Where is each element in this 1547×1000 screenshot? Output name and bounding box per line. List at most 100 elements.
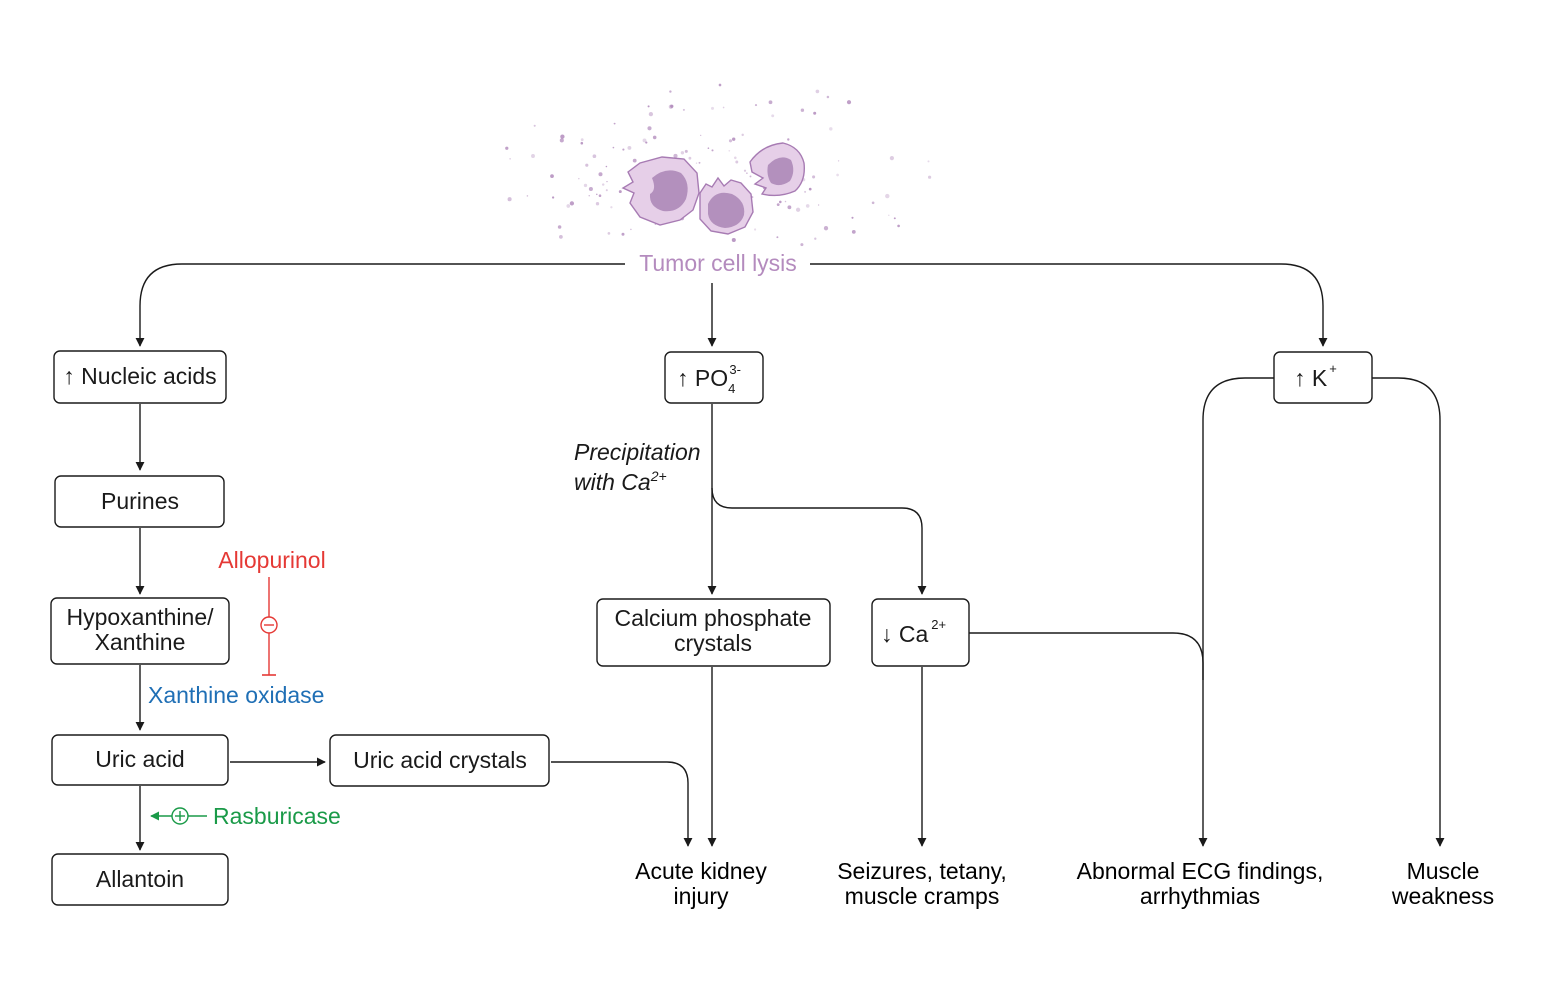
- debris-particle: [605, 165, 608, 168]
- muscle-line-2: weakness: [1391, 883, 1494, 909]
- outcome-acute-kidney-injury: Acute kidney injury: [635, 858, 767, 909]
- debris-particle: [754, 104, 758, 107]
- inhibition-marker: [260, 577, 278, 676]
- debris-particle: [722, 106, 725, 109]
- debris-particle: [507, 197, 512, 202]
- debris-particle: [509, 158, 511, 160]
- debris-particle: [779, 200, 782, 204]
- with-calcium-label: with Ca2+: [574, 468, 667, 495]
- debris-particle: [728, 149, 731, 152]
- debris-particle: [559, 138, 564, 143]
- debris-particle: [652, 135, 657, 140]
- debris-particle: [605, 189, 608, 192]
- aki-line-1: Acute kidney: [635, 858, 767, 884]
- ecg-line-1: Abnormal ECG findings,: [1077, 858, 1324, 884]
- debris-particle: [642, 138, 647, 143]
- outcome-seizures: Seizures, tetany, muscle cramps: [837, 858, 1007, 909]
- debris-particle: [787, 205, 792, 210]
- debris-particle: [632, 158, 637, 163]
- outcome-abnormal-ecg: Abnormal ECG findings, arrhythmias: [1077, 858, 1324, 909]
- activation-marker: [150, 807, 207, 825]
- debris-particle: [601, 183, 605, 186]
- debris-particle: [613, 122, 616, 125]
- debris-particle: [814, 237, 817, 240]
- outcome-muscle-weakness: Muscle weakness: [1391, 858, 1494, 909]
- tumor-cell-middle-nucleus: [708, 192, 745, 228]
- uric-acid-crystals-label: Uric acid crystals: [353, 747, 527, 773]
- tumor-cell-right-nucleus: [767, 157, 794, 186]
- debris-particle: [893, 217, 896, 220]
- debris-particle: [735, 160, 739, 164]
- debris-particle: [787, 138, 790, 141]
- debris-particle: [680, 151, 685, 155]
- debris-particle: [630, 228, 632, 231]
- debris-particle: [670, 104, 674, 108]
- debris-particle: [776, 236, 779, 239]
- debris-particle: [627, 145, 632, 150]
- debris-particle: [871, 201, 875, 205]
- debris-particle: [711, 149, 714, 152]
- debris-particle: [583, 183, 588, 188]
- allantoin-box: Allantoin: [51, 853, 229, 906]
- debris-particle: [618, 190, 622, 194]
- debris-particle: [622, 148, 625, 151]
- calcium-phosphate-crystals-box: Calcium phosphate crystals: [596, 598, 831, 667]
- seizures-line-1: Seizures, tetany,: [837, 858, 1007, 884]
- debris-particle: [580, 138, 584, 142]
- debris-particle: [673, 153, 678, 158]
- debris-particle: [585, 163, 589, 167]
- aki-line-2: injury: [674, 883, 729, 909]
- debris-particle: [776, 203, 780, 207]
- debris-particle: [731, 237, 736, 243]
- debris-particle: [800, 108, 805, 112]
- debris-particle: [557, 225, 562, 229]
- uric-acid-crystals-box: Uric acid crystals: [329, 734, 550, 787]
- debris-particle: [669, 90, 672, 93]
- debris-particle: [836, 173, 839, 177]
- seizures-line-2: muscle cramps: [845, 883, 1000, 909]
- debris-particle: [808, 187, 812, 191]
- xanthine-label: Xanthine: [95, 629, 186, 655]
- debris-particle: [813, 111, 817, 115]
- uric-acid-label: Uric acid: [95, 746, 184, 772]
- debris-particle: [580, 141, 584, 145]
- debris-particle: [596, 193, 598, 196]
- potassium-label: ↑ K+: [1294, 361, 1337, 391]
- potassium-box: ↑ K+: [1273, 351, 1373, 404]
- debris-particle: [550, 174, 554, 178]
- debris-particle: [607, 232, 611, 235]
- edge-lysis-to-potassium: [810, 263, 1328, 347]
- debris-particle: [531, 154, 535, 158]
- rasburicase-label: Rasburicase: [213, 803, 341, 829]
- tumor-cell-left-nucleus: [649, 170, 688, 212]
- edge-hypocalcemia-to-ecg: [969, 632, 1204, 680]
- ecg-line-2: arrhythmias: [1140, 883, 1260, 909]
- debris-particle: [588, 195, 590, 197]
- debris-particle: [897, 224, 900, 228]
- debris-particle: [698, 161, 701, 164]
- debris-particle: [645, 141, 648, 144]
- debris-particle: [823, 226, 829, 231]
- edge-lysis-to-nucleic-acids: [135, 263, 625, 347]
- debris-particle: [621, 232, 625, 236]
- debris-particle: [784, 200, 787, 203]
- edge-uric-crystals-to-aki: [551, 761, 693, 847]
- allantoin-label: Allantoin: [96, 866, 184, 892]
- muscle-line-1: Muscle: [1407, 858, 1480, 884]
- debris-particle: [707, 147, 710, 150]
- nucleic-acids-label: ↑ Nucleic acids: [63, 363, 216, 389]
- debris-particle: [682, 108, 685, 111]
- hypoxanthine-label: Hypoxanthine/: [66, 604, 214, 630]
- crystals-label: crystals: [674, 630, 752, 656]
- debris-particle: [734, 156, 737, 160]
- debris-particle: [800, 243, 804, 247]
- debris-particle: [754, 228, 757, 231]
- purines-box: Purines: [54, 475, 225, 528]
- debris-particle: [829, 127, 833, 131]
- debris-particle: [695, 162, 698, 164]
- debris-particle: [743, 169, 747, 172]
- debris-particle: [885, 193, 890, 199]
- nucleic-acids-box: ↑ Nucleic acids: [53, 350, 227, 404]
- precipitation-label: Precipitation: [574, 439, 701, 465]
